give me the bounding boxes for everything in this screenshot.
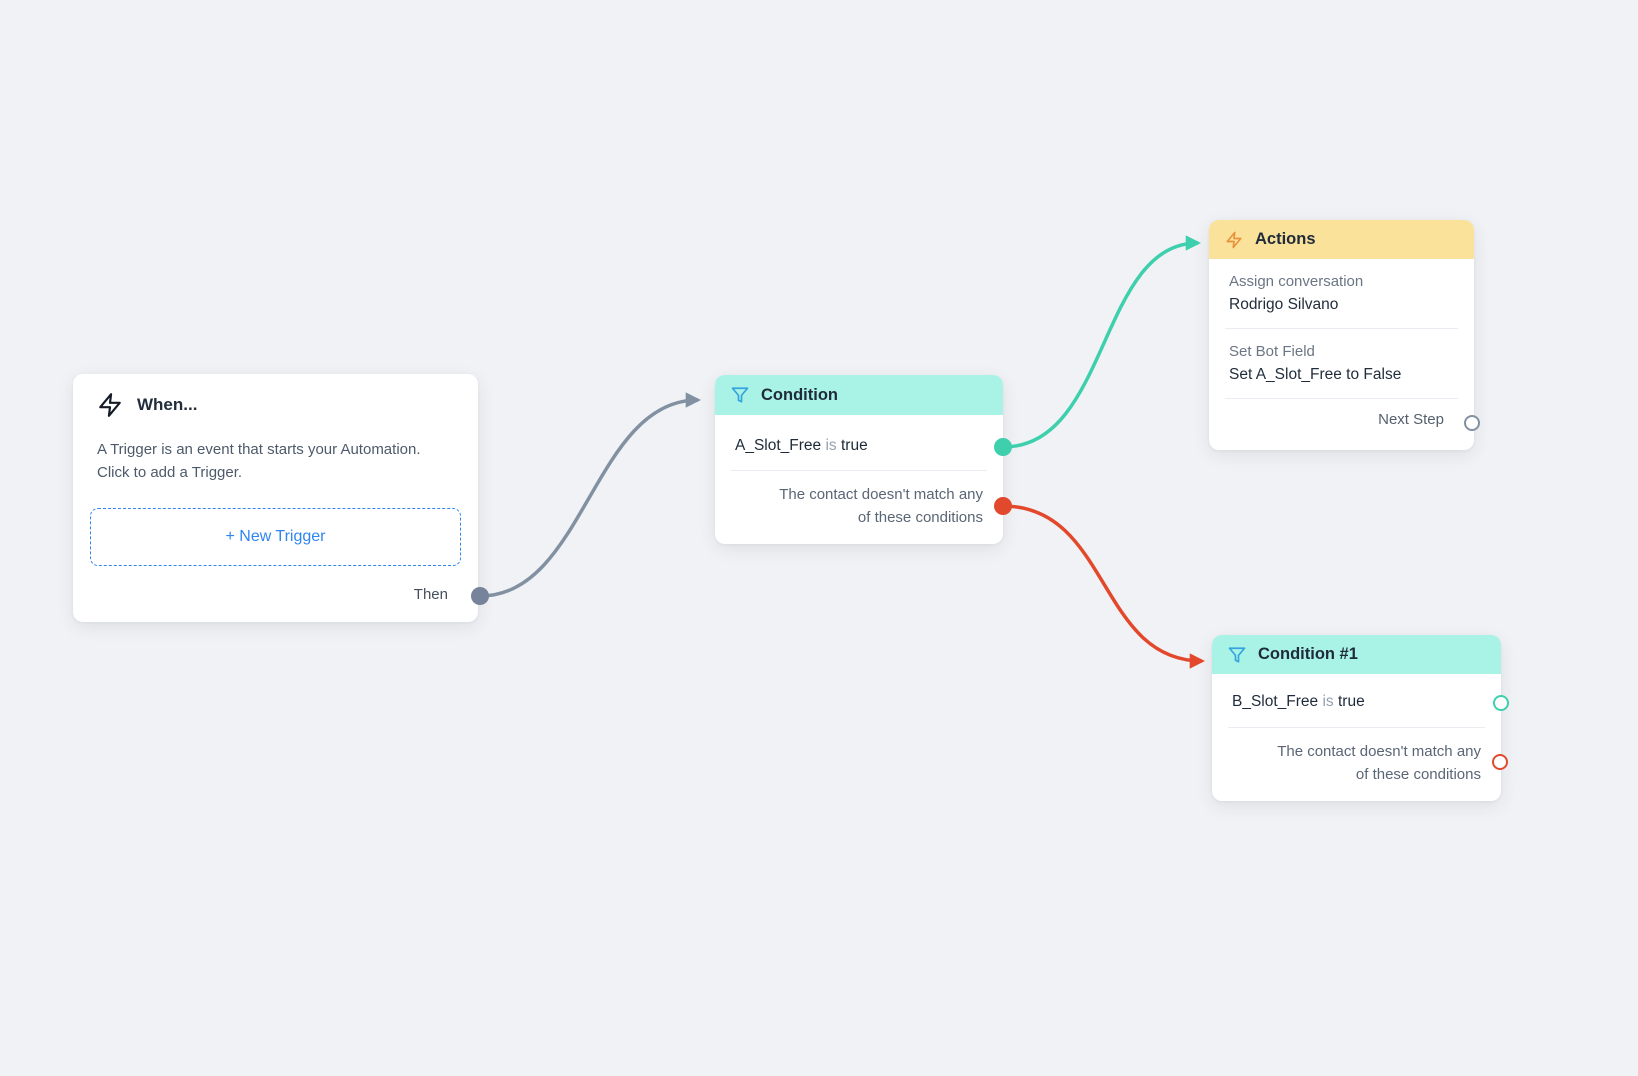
action-item-value: Rodrigo Silvano	[1229, 296, 1339, 313]
action-item-value: Set A_Slot_Free to False	[1229, 366, 1402, 383]
condition1-rule-field: B_Slot_Free	[1232, 693, 1319, 710]
trigger-card-title: When...	[137, 395, 198, 414]
trigger-card-header: When...	[97, 392, 454, 418]
action-item-label: Assign conversation	[1229, 273, 1364, 290]
connector-then-to-condition	[479, 392, 702, 598]
lightning-icon	[1225, 231, 1243, 249]
trigger-node-card[interactable]: When... A Trigger is an event that start…	[73, 374, 478, 622]
condition-rule-value: true	[841, 437, 868, 454]
condition1-rule-operator: is	[1322, 693, 1334, 710]
filter-icon	[731, 386, 749, 404]
then-connector-handle[interactable]	[471, 587, 489, 605]
connector-condition-true-to-actions	[1002, 235, 1202, 449]
condition-card-header: Condition	[715, 375, 1003, 415]
condition1-node-card[interactable]: Condition #1 B_Slot_Free is true The con…	[1212, 635, 1501, 801]
condition-no-match-text: The contact doesn't match any of these c…	[779, 486, 983, 526]
connector-condition-false-to-condition1	[1002, 504, 1206, 669]
divider	[731, 470, 987, 471]
actions-card-header: Actions	[1209, 220, 1474, 259]
condition-true-handle[interactable]	[994, 438, 1012, 456]
condition-false-handle[interactable]	[994, 497, 1012, 515]
condition-card-title: Condition	[761, 385, 838, 404]
lightning-icon	[97, 392, 123, 418]
action-item[interactable]: Assign conversation Rodrigo Silvano	[1209, 259, 1474, 328]
condition1-card-header: Condition #1	[1212, 635, 1501, 674]
actions-node-card[interactable]: Actions Assign conversation Rodrigo Silv…	[1209, 220, 1474, 450]
next-step-handle[interactable]	[1464, 415, 1480, 431]
condition-rule[interactable]: A_Slot_Free is true	[715, 415, 1003, 470]
next-step-label: Next Step	[1378, 411, 1444, 428]
next-step-row: Next Step	[1209, 399, 1474, 441]
new-trigger-button[interactable]: + New Trigger	[90, 508, 461, 566]
condition1-card-title: Condition #1	[1258, 645, 1358, 663]
trigger-description: A Trigger is an event that starts your A…	[97, 441, 421, 481]
actions-card-title: Actions	[1255, 230, 1316, 248]
divider	[1225, 398, 1458, 399]
then-label: Then	[413, 586, 448, 603]
condition-rule-operator: is	[825, 437, 837, 454]
condition1-rule[interactable]: B_Slot_Free is true	[1212, 674, 1501, 727]
action-item[interactable]: Set Bot Field Set A_Slot_Free to False	[1209, 329, 1474, 398]
action-item-label: Set Bot Field	[1229, 343, 1315, 360]
condition1-false-handle[interactable]	[1492, 754, 1508, 770]
condition1-rule-value: true	[1338, 693, 1365, 710]
condition1-no-match-text: The contact doesn't match any of these c…	[1277, 743, 1481, 783]
condition-rule-field: A_Slot_Free	[735, 437, 822, 454]
filter-icon	[1228, 646, 1246, 664]
condition-node-card[interactable]: Condition A_Slot_Free is true The contac…	[715, 375, 1003, 544]
divider	[1225, 328, 1458, 329]
condition1-true-handle[interactable]	[1493, 695, 1509, 711]
divider	[1228, 727, 1485, 728]
